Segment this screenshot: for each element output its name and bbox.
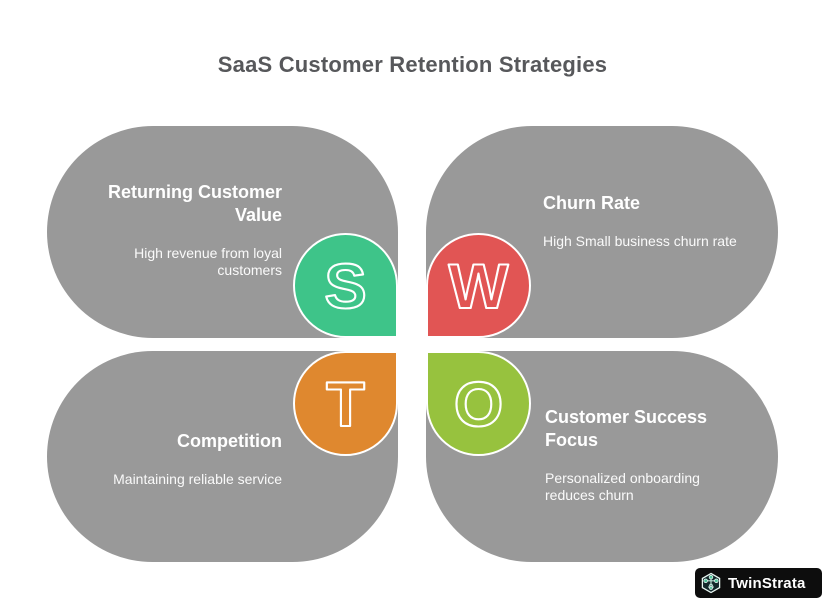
page-title: SaaS Customer Retention Strategies (217, 52, 608, 77)
weaknesses-letter-badge: W (426, 233, 531, 338)
quadrant-strengths-description: High revenue from loyal customers (134, 245, 282, 278)
threats-letter-badge: T (293, 351, 398, 456)
opportunities-letter-o-icon: O (453, 369, 504, 441)
quadrant-weaknesses-content: Churn Rate High Small business churn rat… (543, 192, 739, 250)
twinstrata-logo: TwinStrata (695, 568, 822, 598)
quadrant-opportunities-content: Customer Success Focus Personalized onbo… (545, 406, 745, 504)
quadrant-weaknesses-description: High Small business churn rate (543, 233, 737, 249)
svg-text:S: S (324, 252, 366, 322)
quadrant-weaknesses: Churn Rate High Small business churn rat… (426, 126, 778, 338)
strengths-letter-s-icon: S (323, 251, 367, 323)
quadrant-opportunities: Customer Success Focus Personalized onbo… (426, 351, 778, 562)
threats-letter-t-icon: T (325, 369, 366, 441)
quadrant-opportunities-description: Personalized onboarding reduces churn (545, 470, 700, 503)
opportunities-letter-badge: O (426, 351, 531, 456)
weaknesses-letter-w-icon: W (447, 251, 509, 323)
svg-text:W: W (449, 252, 509, 322)
quadrant-threats-content: Competition Maintaining reliable service (57, 430, 282, 488)
quadrant-strengths-content: Returning Customer Value High revenue fr… (77, 181, 282, 279)
svg-text:O: O (454, 370, 503, 440)
quadrant-threats-heading: Competition (177, 431, 282, 451)
strengths-letter-badge: S (293, 233, 398, 338)
quadrant-strengths: Returning Customer Value High revenue fr… (47, 126, 398, 338)
quadrant-threats-description: Maintaining reliable service (113, 471, 282, 487)
molecule-hexagon-icon (701, 572, 721, 594)
quadrant-opportunities-heading: Customer Success Focus (545, 407, 708, 450)
quadrant-weaknesses-heading: Churn Rate (543, 193, 641, 213)
quadrant-strengths-heading: Returning Customer Value (107, 182, 282, 225)
logo-label: TwinStrata (728, 574, 806, 592)
svg-text:T: T (326, 370, 365, 440)
